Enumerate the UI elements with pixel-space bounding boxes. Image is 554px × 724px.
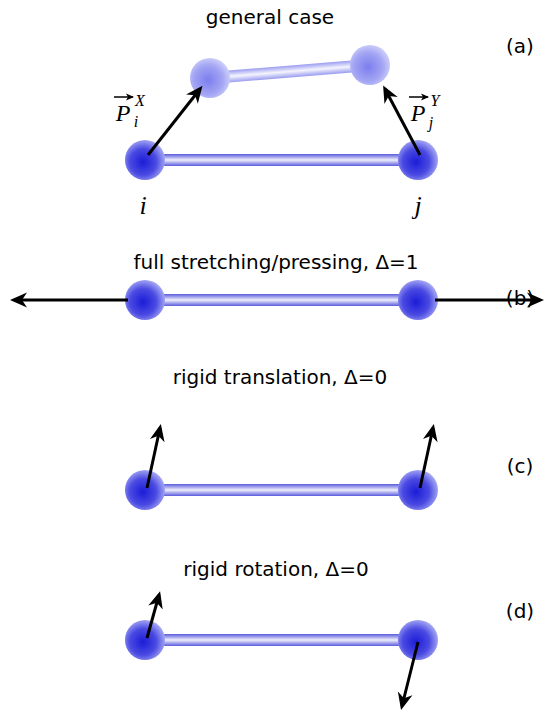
atom <box>125 470 165 510</box>
displacement-arrow <box>14 299 128 302</box>
atom <box>125 620 165 660</box>
atom <box>398 620 438 660</box>
atom <box>398 470 438 510</box>
atom-label: i <box>139 193 146 219</box>
panel-letter: (c) <box>507 456 534 476</box>
displacement-arrow <box>402 642 418 706</box>
atom <box>125 140 165 180</box>
panel-letter: (d) <box>506 601 534 621</box>
vector-subscript: i <box>134 114 138 130</box>
displaced-atom <box>350 45 390 85</box>
panel-heading: rigid translation, Δ=0 <box>173 367 388 387</box>
displacement-arrow <box>420 428 433 488</box>
atom <box>398 140 438 180</box>
panel-letter: (b) <box>506 288 534 308</box>
vector-arrow <box>409 96 428 98</box>
panel-heading: full stretching/pressing, Δ=1 <box>133 252 418 272</box>
vector-superscript: X <box>135 93 145 109</box>
vector-symbol: P <box>116 101 131 125</box>
panel-b <box>14 280 540 320</box>
panel-letter: (a) <box>506 36 534 56</box>
displacement-arrow <box>147 595 159 638</box>
panel-c <box>125 428 438 510</box>
bond <box>145 484 418 496</box>
bond <box>145 634 418 646</box>
displaced-bond <box>210 59 371 84</box>
displacement-arrow <box>148 89 200 155</box>
atom <box>125 280 165 320</box>
panel-d <box>125 595 438 706</box>
atom-label: j <box>414 193 421 219</box>
vector-subscript: j <box>429 115 433 131</box>
vector-symbol: P <box>411 101 426 125</box>
bond <box>145 154 418 166</box>
vector-superscript: Y <box>431 93 440 109</box>
atom <box>398 280 438 320</box>
bond <box>145 294 418 306</box>
vector-arrow <box>114 96 133 98</box>
displacement-arrow <box>147 428 160 488</box>
panel-a <box>114 45 438 180</box>
panel-heading: general case <box>206 7 334 27</box>
panel-heading: rigid rotation, Δ=0 <box>183 559 368 579</box>
